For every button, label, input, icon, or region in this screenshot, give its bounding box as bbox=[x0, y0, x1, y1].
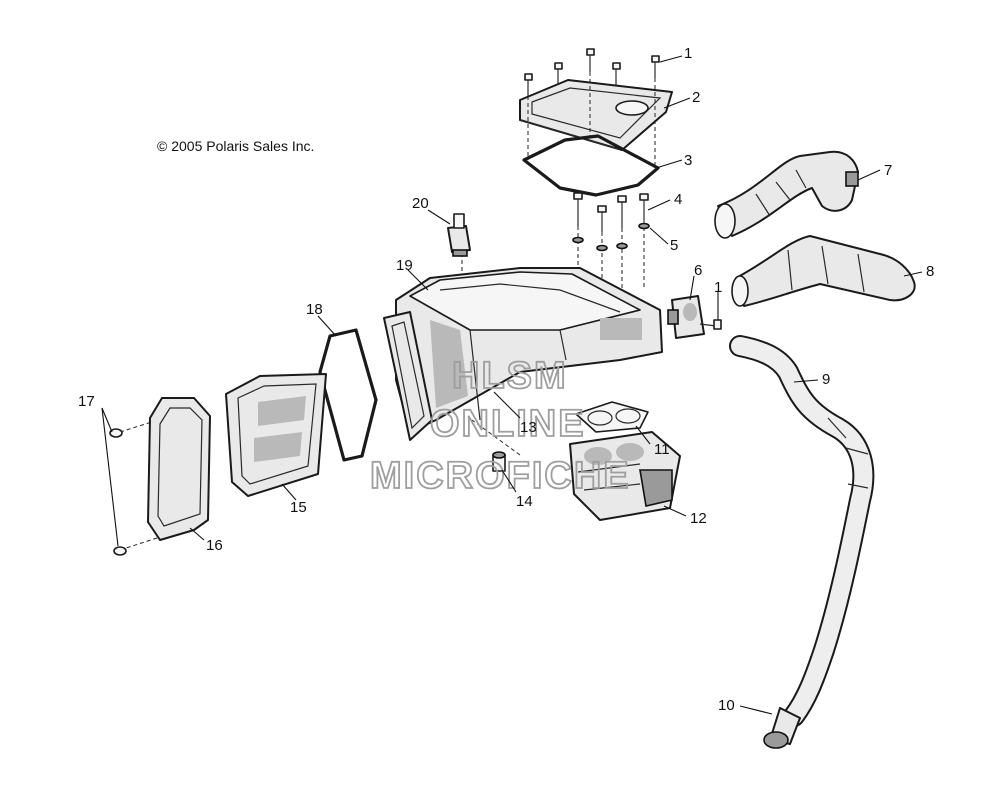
callout-8: 8 bbox=[926, 263, 934, 280]
callout-13: 13 bbox=[520, 419, 537, 436]
lid-screws bbox=[524, 48, 660, 96]
air-temp-sensor bbox=[447, 213, 471, 257]
airbox-cover bbox=[147, 397, 211, 541]
watermark-line-1: HLSM bbox=[452, 355, 568, 397]
callout-labels: 1 2 3 4 5 6 1 7 8 9 10 11 12 13 14 15 16… bbox=[78, 45, 934, 714]
callout-4: 4 bbox=[674, 191, 682, 208]
callout-18: 18 bbox=[306, 301, 323, 318]
leader-lines bbox=[101, 55, 923, 715]
callout-10: 10 bbox=[718, 697, 735, 714]
callout-5: 5 bbox=[670, 237, 678, 254]
watermark: HLSM ONLINE MICROFICHE bbox=[369, 354, 631, 498]
callout-3: 3 bbox=[684, 152, 692, 169]
callout-6: 6 bbox=[694, 262, 702, 279]
intake-duct-lower bbox=[731, 235, 916, 307]
throttle-gasket bbox=[575, 401, 649, 433]
intake-duct-upper bbox=[714, 150, 859, 239]
cover-screws bbox=[109, 428, 127, 556]
callout-1-sensor-screw: 1 bbox=[714, 279, 722, 296]
airbox-body bbox=[383, 267, 663, 441]
callout-15: 15 bbox=[290, 499, 307, 516]
washers bbox=[572, 222, 650, 252]
callout-7: 7 bbox=[884, 162, 892, 179]
hose-fitting bbox=[763, 707, 801, 749]
callout-9: 9 bbox=[822, 371, 830, 388]
filter-gasket bbox=[318, 328, 378, 462]
drain-fitting bbox=[492, 451, 506, 472]
long-screws bbox=[573, 192, 649, 232]
callout-1: 1 bbox=[684, 45, 692, 62]
callout-2: 2 bbox=[692, 89, 700, 106]
callout-20: 20 bbox=[412, 195, 429, 212]
vent-hose bbox=[729, 335, 875, 727]
callout-17: 17 bbox=[78, 393, 95, 410]
air-filter bbox=[225, 373, 327, 497]
callout-16: 16 bbox=[206, 537, 223, 554]
airbox-lid bbox=[519, 79, 673, 151]
callout-19: 19 bbox=[396, 257, 413, 274]
copyright-text: © 2005 Polaris Sales Inc. bbox=[157, 138, 314, 154]
callout-11: 11 bbox=[654, 441, 670, 458]
watermark-line-3: MICROFICHE bbox=[370, 455, 631, 497]
watermark-line-2: ONLINE bbox=[430, 403, 586, 445]
lid-gasket bbox=[522, 134, 660, 197]
callout-12: 12 bbox=[690, 510, 707, 527]
throttle-body bbox=[569, 431, 681, 521]
map-sensor bbox=[667, 295, 705, 339]
callout-14: 14 bbox=[516, 493, 533, 510]
